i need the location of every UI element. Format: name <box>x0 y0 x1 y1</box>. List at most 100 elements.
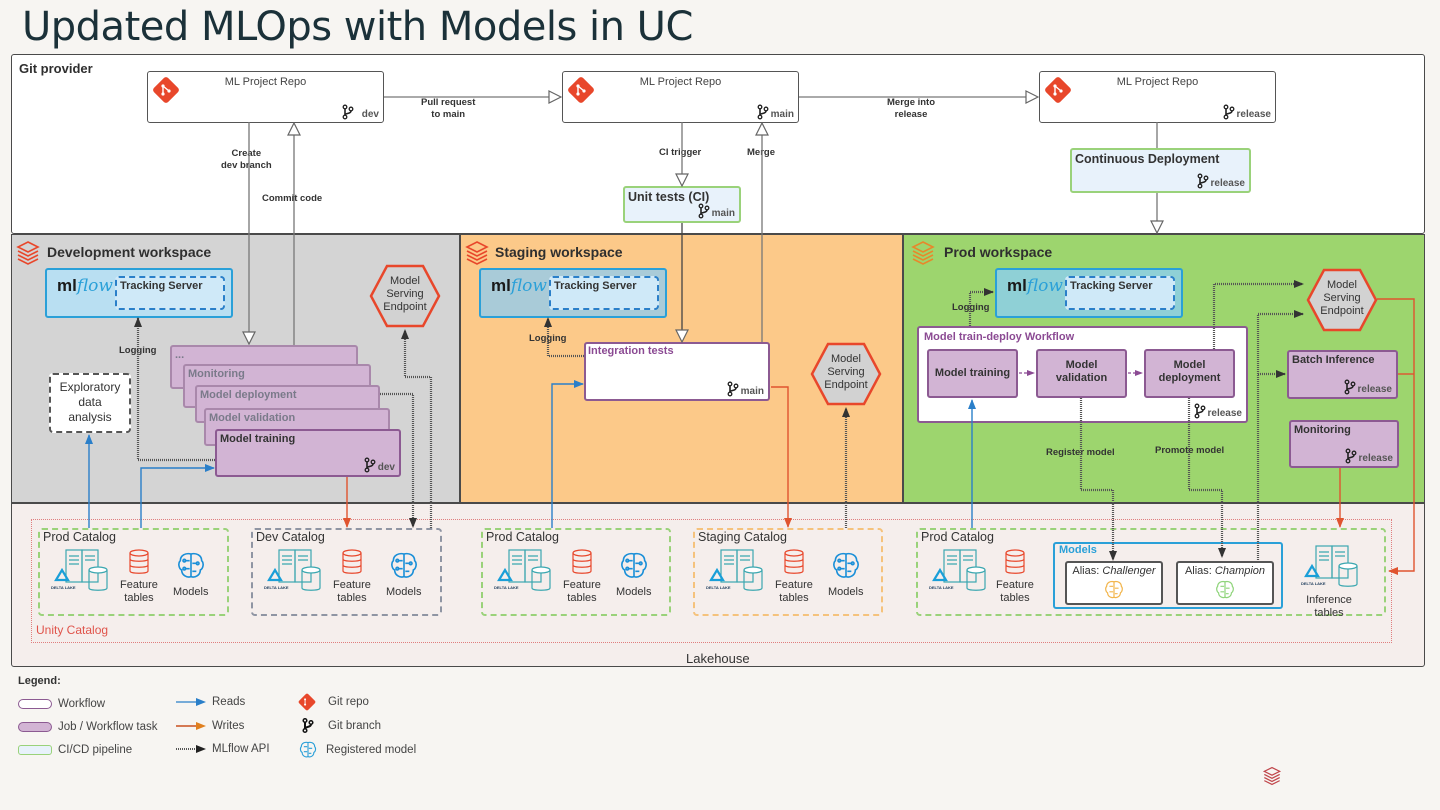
models-box-title: Models <box>1059 544 1097 556</box>
edge-label-ci-trigger: CI trigger <box>659 147 702 158</box>
legend-item-mlflow-api: MLflow API <box>176 743 270 755</box>
legend-label: Job / Workflow task <box>58 721 158 733</box>
delta-lake-text: DELTA LAKE <box>706 585 731 590</box>
prod-task-model-deployment[interactable]: Model deployment <box>1144 349 1235 398</box>
models: Models <box>828 550 863 599</box>
catalog-label: Prod Catalog <box>921 530 994 544</box>
legend-label: MLflow API <box>212 743 270 755</box>
staging-model-serving-endpoint[interactable]: Model Serving Endpoint <box>810 342 882 406</box>
repo-title: ML Project Repo <box>639 76 722 88</box>
staging-mlflow-tracking[interactable]: mlflow Tracking Server <box>479 268 667 318</box>
legend-item-task: Job / Workflow task <box>18 721 158 733</box>
prod-catalog-3[interactable]: Prod Catalog <box>916 528 1386 616</box>
prod-monitoring[interactable]: Monitoring release <box>1289 420 1399 468</box>
dev-mlflow-tracking[interactable]: mlflow Tracking Server <box>45 268 233 318</box>
prod-mlflow-tracking[interactable]: mlflow Tracking Server <box>995 268 1183 318</box>
branch-tag: release <box>1197 173 1245 189</box>
prod-catalog-2[interactable]: Prod Catalog <box>481 528 671 616</box>
delta-lake-text: DELTA LAKE <box>494 585 519 590</box>
brain-icon <box>1216 580 1234 599</box>
task-label: Model training <box>220 433 296 445</box>
prod-task-model-training[interactable]: Model training <box>927 349 1018 398</box>
git-branch-icon <box>342 104 354 120</box>
legend-label: Reads <box>212 696 246 708</box>
catalog-label: Staging Catalog <box>698 530 787 544</box>
branch-tag: dev <box>364 457 395 473</box>
feature-tables: Feature tables <box>120 549 158 605</box>
feature-tables: Feature tables <box>996 549 1034 605</box>
hexagon-shape <box>369 264 441 328</box>
workflow-title: Model train-deploy Workflow <box>924 331 1075 343</box>
branch-name: release <box>1207 408 1242 419</box>
legend-label: CI/CD pipeline <box>58 744 133 756</box>
delta-lake-text: DELTA LAKE <box>264 585 289 590</box>
edge-label-pull-request: Pull request to main <box>421 97 476 120</box>
legend-item-writes: Writes <box>176 720 244 732</box>
exploratory-data-analysis[interactable]: Exploratory data analysis <box>49 373 131 433</box>
hexagon-shape <box>810 342 882 406</box>
dev-catalog[interactable]: Dev Catalog <box>251 528 442 616</box>
git-repo-icon <box>153 77 179 103</box>
legend-item-git-branch: Git branch <box>302 717 381 734</box>
cicd-swatch-icon <box>18 745 52 755</box>
databricks-icon <box>16 241 40 265</box>
branch-tag: dev <box>342 104 379 120</box>
delta-lake-icon: DELTA LAKE <box>928 548 986 598</box>
git-branch-icon <box>1197 173 1208 189</box>
legend-label: Git repo <box>328 696 369 708</box>
branch-tag: main <box>727 381 764 397</box>
blue-arrow-icon <box>176 698 206 706</box>
delta-lake-icon: DELTA LAKE <box>263 548 321 598</box>
uc-models-box[interactable]: Models Alias: Challenger Alias: Champion <box>1053 542 1283 609</box>
git-provider-label: Git provider <box>19 61 93 76</box>
legend-label: Registered model <box>326 744 417 756</box>
git-branch-icon <box>302 717 314 734</box>
branch-name: release <box>1210 178 1245 189</box>
task-model-training[interactable]: Model training dev <box>215 429 401 477</box>
feature-tables: Feature tables <box>775 549 813 605</box>
delta-lake-text: DELTA LAKE <box>51 585 76 590</box>
lakehouse-label: Lakehouse <box>686 651 750 666</box>
git-repo-icon <box>298 693 316 711</box>
legend-item-cicd: CI/CD pipeline <box>18 744 132 756</box>
edge-label-merge: Merge <box>747 147 775 158</box>
edge-label-create-dev: Create dev branch <box>221 148 272 171</box>
edge-label-merge-release: Merge into release <box>887 97 936 120</box>
git-branch-icon <box>1194 403 1205 419</box>
delta-lake-text: DELTA LAKE <box>929 585 954 590</box>
brain-icon <box>1105 580 1123 599</box>
prod-catalog-1[interactable]: Prod Catalog <box>38 528 229 616</box>
prod-model-serving-endpoint[interactable]: Model Serving Endpoint <box>1306 268 1378 332</box>
git-branch-icon <box>727 381 739 397</box>
catalog-label: Dev Catalog <box>256 530 325 544</box>
serving-label: Model Serving Endpoint <box>383 275 427 313</box>
integration-tests[interactable]: Integration tests main <box>584 342 770 401</box>
repo-title: ML Project Repo <box>224 76 307 88</box>
git-repo-icon <box>1045 77 1071 103</box>
legend-title: Legend: <box>18 675 61 687</box>
git-branch-icon <box>1344 379 1355 395</box>
unity-catalog-region <box>31 519 1392 643</box>
staging-workspace-label: Staging workspace <box>495 244 623 260</box>
repo-release[interactable]: ML Project Repo release <box>1039 71 1276 123</box>
branch-name: release <box>1357 384 1392 395</box>
dotted-arrow-icon <box>176 745 206 753</box>
repo-dev[interactable]: ML Project Repo dev <box>147 71 384 123</box>
continuous-deployment-title: Continuous Deployment <box>1075 152 1220 166</box>
unit-tests-ci[interactable]: Unit tests (CI) main <box>623 186 741 223</box>
edge-label-logging-prod: Logging <box>952 302 990 313</box>
alias-challenger[interactable]: Alias: Challenger <box>1065 561 1163 605</box>
repo-main[interactable]: ML Project Repo main <box>562 71 799 123</box>
staging-catalog[interactable]: Staging Catalog <box>693 528 883 616</box>
alias-champion[interactable]: Alias: Champion <box>1176 561 1274 605</box>
prod-task-model-validation[interactable]: Model validation <box>1036 349 1127 398</box>
orange-arrow-icon <box>176 722 206 730</box>
branch-name: release <box>1358 453 1393 464</box>
edge-label-logging-dev: Logging <box>119 345 157 356</box>
branch-tag: release <box>1344 379 1392 395</box>
task-label: Monitoring <box>1294 424 1351 436</box>
batch-inference[interactable]: Batch Inference release <box>1287 350 1398 399</box>
catalog-label: Prod Catalog <box>486 530 559 544</box>
dev-model-serving-endpoint[interactable]: Model Serving Endpoint <box>369 264 441 328</box>
continuous-deployment[interactable]: Continuous Deployment release <box>1070 148 1251 193</box>
